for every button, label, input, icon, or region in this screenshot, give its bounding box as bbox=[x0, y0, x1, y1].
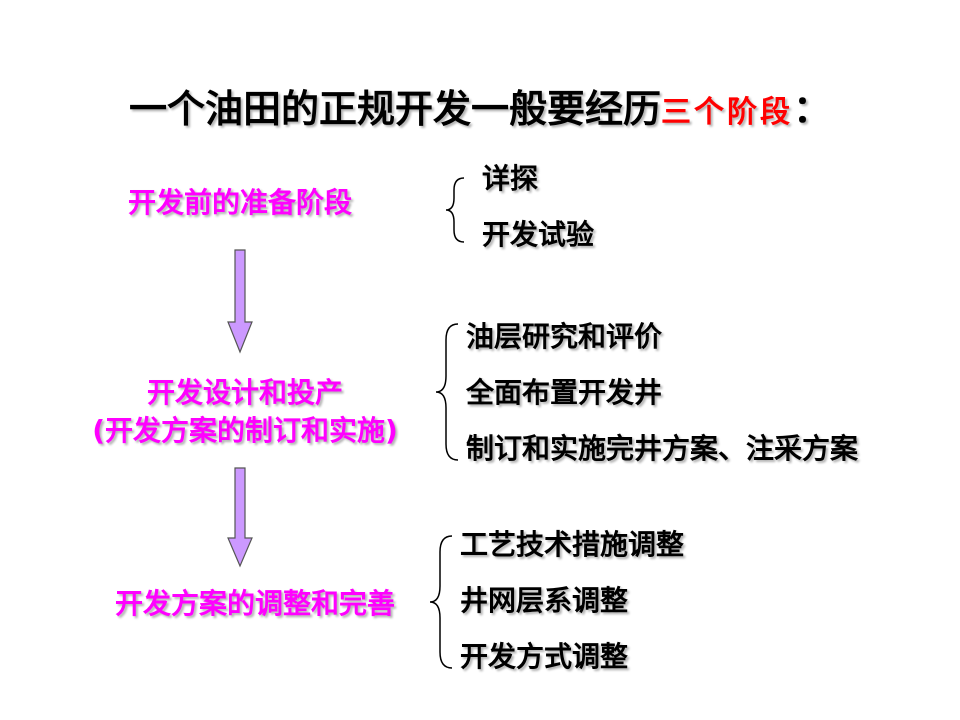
stage-2-item-1: 油层研究和评价 bbox=[466, 320, 663, 353]
title-suffix: ： bbox=[793, 87, 832, 131]
title-highlight: 三个阶段 bbox=[661, 95, 793, 130]
stage-3-item-1: 工艺技术措施调整 bbox=[460, 528, 685, 561]
stage-3-item-3: 开发方式调整 bbox=[460, 640, 629, 673]
stage-1-text: 开发前的准备阶段 bbox=[127, 186, 352, 219]
stage-2-label: 开发设计和投产 (开发方案的制订和实施) bbox=[60, 374, 430, 450]
stage-3-label: 开发方案的调整和完善 bbox=[90, 585, 420, 623]
stage-2-text-line2: (开发方案的制订和实施) bbox=[92, 414, 398, 447]
stage-2-item-3: 制订和实施完井方案、注采方案 bbox=[466, 432, 859, 465]
title-main: 一个油田的正规开发一般要经历 bbox=[128, 87, 661, 131]
stage-2-text-line1: 开发设计和投产 bbox=[146, 376, 343, 409]
page-title: 一个油田的正规开发一般要经历三个阶段： bbox=[0, 78, 960, 133]
brace-stage-1 bbox=[445, 177, 465, 243]
brace-stage-2 bbox=[435, 323, 459, 461]
stage-1-label: 开发前的准备阶段 bbox=[90, 184, 390, 222]
down-arrow-2 bbox=[227, 467, 253, 568]
down-arrow-1 bbox=[227, 249, 253, 354]
stage-1-item-2: 开发试验 bbox=[482, 218, 595, 251]
stage-2-item-2: 全面布置开发井 bbox=[466, 376, 663, 409]
stage-3-item-2: 井网层系调整 bbox=[460, 584, 629, 617]
brace-stage-3 bbox=[429, 535, 453, 669]
stage-3-text: 开发方案的调整和完善 bbox=[114, 587, 395, 620]
stage-1-item-1: 详探 bbox=[482, 162, 539, 195]
